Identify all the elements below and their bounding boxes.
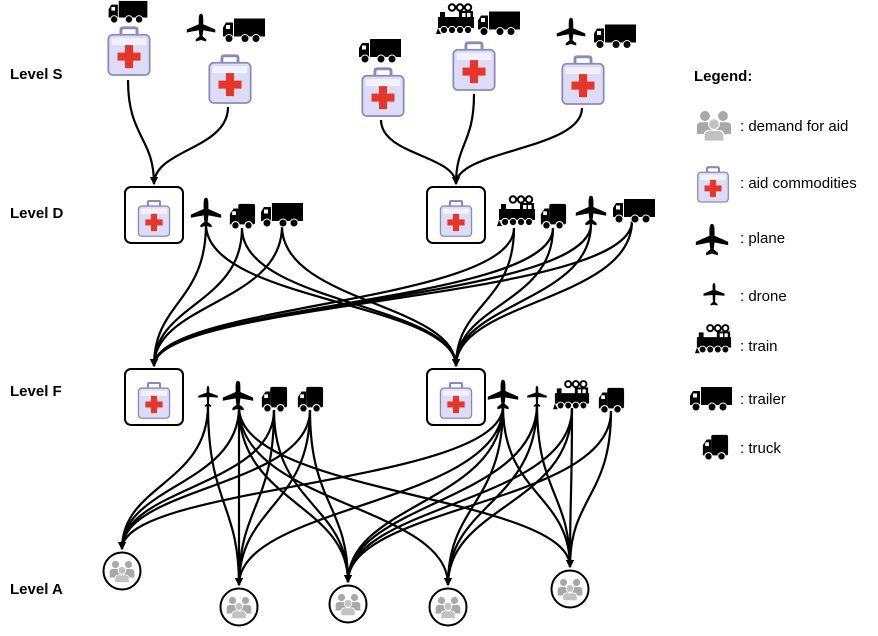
- flow-arrow: [235, 405, 505, 586]
- flow-arrow: [118, 404, 210, 550]
- legend-label-plane: : plane: [740, 230, 786, 247]
- aid-kit-icon: [560, 55, 606, 106]
- flow-arrow: [118, 409, 312, 550]
- level-label-s: Level S: [10, 66, 63, 83]
- legend-label-trailer: : trailer: [740, 391, 786, 408]
- flow-arrow: [118, 405, 505, 550]
- aid-kit-icon: [451, 41, 497, 92]
- flow-arrow: [118, 406, 241, 550]
- aid-kit-icon: [106, 26, 152, 77]
- flow-arrow: [150, 227, 244, 367]
- trailer-icon: [260, 202, 304, 228]
- legend: Legend: : demand for aid : aid commoditi…: [694, 68, 878, 468]
- flow-arrow: [566, 410, 613, 568]
- legend-label-aid: : aid commodities: [740, 175, 857, 192]
- demand-node-5: [552, 571, 589, 608]
- flow-arrow: [126, 79, 158, 185]
- aid-kit-icon: [207, 54, 253, 105]
- plane-icon: [487, 379, 519, 410]
- flow-arrow: [452, 220, 634, 367]
- drone-icon: [198, 385, 218, 407]
- flow-arrow: [235, 409, 312, 586]
- flow-arrow: [452, 93, 476, 185]
- train-icon: [436, 3, 476, 36]
- truck-icon: [229, 203, 256, 230]
- trailer-icon: [612, 198, 656, 224]
- truck-icon: [540, 203, 567, 230]
- demand-node-4: [430, 589, 467, 626]
- flow-arrow: [444, 403, 539, 586]
- flow-arrow: [452, 223, 593, 367]
- aid-kit-icon: [439, 200, 473, 238]
- drone-icon: [527, 385, 547, 407]
- flow-arrow: [150, 223, 208, 367]
- legend-label-truck: : truck: [740, 440, 781, 457]
- flow-arrow: [272, 409, 352, 583]
- aid-kit-icon: [137, 382, 171, 420]
- demand-node-2: [221, 589, 258, 626]
- flow-arrow: [237, 406, 352, 583]
- trailer-icon: [358, 38, 402, 64]
- flow-arrow: [344, 407, 574, 583]
- truck-icon: [297, 386, 324, 413]
- flow-arrow: [237, 406, 452, 586]
- flow-arrow: [452, 107, 584, 185]
- network-nodes: [104, 0, 656, 626]
- trailer-icon: [477, 10, 521, 37]
- plane-icon: [190, 197, 222, 228]
- flow-arrow: [308, 409, 352, 583]
- flow-arrow: [379, 119, 460, 185]
- level-label-f: Level F: [10, 383, 62, 400]
- flow-arrow: [280, 225, 460, 367]
- flow-arrow: [206, 404, 243, 586]
- truck-icon: [598, 387, 625, 414]
- flow-arrow: [444, 407, 574, 586]
- flow-arrow: [237, 406, 574, 568]
- plane-icon: [222, 380, 254, 411]
- flow-arrow: [118, 409, 276, 550]
- demand-node-1: [104, 553, 141, 590]
- legend-label-drone: : drone: [740, 288, 787, 305]
- level-label-d: Level D: [10, 205, 64, 222]
- train-icon: [497, 195, 537, 228]
- flow-arrow: [150, 220, 634, 367]
- plane-icon: [575, 195, 607, 226]
- flow-arrow: [535, 403, 574, 568]
- legend-title: Legend:: [694, 68, 753, 85]
- truck-icon: [261, 386, 288, 413]
- flow-arrow: [150, 225, 284, 367]
- legend-label-train: : train: [740, 338, 778, 355]
- flow-arrow: [501, 405, 574, 568]
- flow-arrow: [452, 227, 555, 367]
- flow-arrow: [452, 227, 516, 367]
- flow-arrow: [150, 227, 555, 367]
- flow-arrow: [240, 227, 460, 367]
- legend-label-demand: : demand for aid: [740, 118, 849, 135]
- level-label-a: Level A: [10, 581, 63, 598]
- flow-arrow: [444, 405, 505, 586]
- flow-arrow: [344, 403, 539, 583]
- aid-kit-icon: [137, 200, 171, 238]
- train-icon: [553, 380, 591, 411]
- flow-arrow: [150, 106, 230, 185]
- plane-icon: [186, 13, 216, 42]
- trailer-icon: [222, 17, 266, 44]
- flow-arrow: [235, 409, 276, 586]
- aid-kit-icon: [360, 67, 406, 118]
- trailer-icon: [108, 0, 148, 24]
- trailer-icon: [593, 23, 637, 50]
- plane-icon: [556, 17, 586, 46]
- aid-kit-icon: [439, 382, 473, 420]
- flow-arrow: [566, 407, 575, 568]
- demand-node-3: [330, 586, 367, 623]
- flow-edges: [118, 79, 634, 586]
- flow-arrow: [344, 410, 613, 583]
